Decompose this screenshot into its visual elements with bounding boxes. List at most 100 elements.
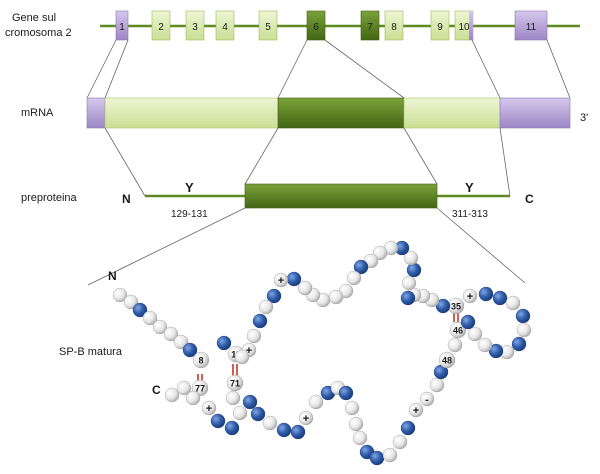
bead-residue bbox=[403, 250, 419, 266]
bead-residue bbox=[176, 380, 192, 396]
bead-hydrophobic bbox=[511, 336, 527, 352]
bead-residue bbox=[352, 430, 368, 446]
bead-residue bbox=[234, 349, 250, 365]
bead-residue bbox=[401, 275, 417, 291]
bead-residue bbox=[192, 351, 210, 369]
positive-charge-label: + bbox=[413, 405, 419, 417]
bead-residue bbox=[226, 374, 244, 392]
bead-hydrophobic bbox=[252, 313, 268, 329]
exon-3 bbox=[185, 10, 205, 41]
exon-7 bbox=[360, 10, 380, 41]
preprotein-n-terminus: N bbox=[122, 192, 131, 206]
bead-residue bbox=[382, 447, 398, 463]
residue-35-label: 35 bbox=[451, 302, 461, 312]
y-left-marker: Y bbox=[185, 180, 194, 195]
bead-hydrophobic bbox=[250, 406, 266, 422]
exon-2-label: 2 bbox=[158, 22, 164, 33]
bead-residue bbox=[462, 288, 478, 304]
exon-9-label: 9 bbox=[437, 22, 443, 33]
mrna-5-utr bbox=[86, 97, 106, 129]
exon-10-utr-part bbox=[469, 11, 473, 40]
exon-2 bbox=[151, 10, 171, 41]
mrna-coding-left bbox=[104, 97, 279, 129]
bead-hydrophobic bbox=[435, 298, 451, 314]
mrna-3-utr bbox=[499, 97, 571, 129]
bead-residue bbox=[152, 319, 168, 335]
bead-hydrophobic bbox=[182, 342, 198, 358]
negative-charge-label: - bbox=[425, 394, 429, 406]
positive-charge-label: + bbox=[206, 403, 212, 415]
exon-4-label: 4 bbox=[222, 22, 228, 33]
mature-c-terminus: C bbox=[152, 383, 161, 397]
positive-charge-label: + bbox=[246, 345, 252, 357]
bead-hydrophobic bbox=[406, 262, 422, 278]
residue-71-label: 71 bbox=[230, 379, 240, 389]
bead-residue bbox=[408, 402, 424, 418]
bead-residue bbox=[346, 270, 362, 286]
preprotein-mature-domain bbox=[244, 183, 438, 209]
bead-residue bbox=[419, 391, 435, 407]
positive-charge-label: + bbox=[278, 275, 284, 287]
gene-label-line2: cromosoma 2 bbox=[5, 27, 72, 39]
mrna-coding-right bbox=[403, 97, 501, 129]
bead-hydrophobic bbox=[210, 413, 226, 429]
bead-hydrophobic bbox=[353, 259, 369, 275]
bead-hydrophobic bbox=[286, 271, 302, 287]
bead-hydrophobic bbox=[216, 335, 232, 351]
mature-label: SP-B matura bbox=[59, 346, 123, 358]
bead-residue bbox=[225, 390, 241, 406]
exon-8-label: 8 bbox=[391, 22, 397, 33]
bead-residue bbox=[163, 326, 179, 342]
mrna-3-prime-label: 3' bbox=[580, 112, 588, 124]
exon-11-label: 11 bbox=[526, 22, 537, 33]
bead-residue bbox=[477, 337, 493, 353]
bead-residue bbox=[185, 390, 201, 406]
exon-4 bbox=[215, 10, 235, 41]
exon-8 bbox=[384, 10, 404, 41]
y-right-range: 311-313 bbox=[452, 209, 488, 220]
mrna-label: mRNA bbox=[21, 107, 54, 119]
residue-46-label: 46 bbox=[453, 326, 463, 336]
bead-residue bbox=[258, 299, 274, 315]
y-right-marker: Y bbox=[465, 180, 474, 195]
exon-1-label: 1 bbox=[119, 22, 125, 33]
exon-5 bbox=[258, 10, 278, 41]
bead-hydrophobic bbox=[478, 286, 494, 302]
bead-residue bbox=[447, 337, 463, 353]
preprotein-c-terminus: C bbox=[525, 192, 534, 206]
bead-residue bbox=[273, 272, 289, 288]
bead-hydrophobic bbox=[400, 420, 416, 436]
bead-hydrophobic bbox=[515, 308, 531, 324]
bead-residue bbox=[392, 434, 408, 450]
exon-10-label: 10 bbox=[458, 22, 470, 33]
bead-residue bbox=[328, 289, 344, 305]
bead-residue bbox=[112, 287, 128, 303]
bead-residue bbox=[467, 326, 483, 342]
bead-hydrophobic bbox=[290, 424, 306, 440]
exon-7-label: 7 bbox=[367, 22, 373, 33]
bead-residue bbox=[344, 400, 360, 416]
exon-6-label: 6 bbox=[313, 22, 319, 33]
bead-hydrophobic bbox=[460, 314, 476, 330]
exon-3-label: 3 bbox=[192, 22, 198, 33]
bead-residue bbox=[297, 280, 313, 296]
bead-hydrophobic bbox=[266, 288, 282, 304]
bead-hydrophobic bbox=[488, 343, 504, 359]
gene-label-line1: Gene sul bbox=[12, 12, 56, 24]
bead-residue bbox=[164, 387, 180, 403]
bead-residue bbox=[298, 410, 314, 426]
bead-hydrophobic bbox=[369, 450, 385, 466]
y-left-range: 129-131 bbox=[171, 209, 208, 220]
bead-hydrophobic bbox=[276, 422, 292, 438]
residue-77-label: 77 bbox=[195, 384, 205, 394]
exon-1 bbox=[115, 10, 129, 41]
exon-group: 1 2 3 4 5 6 7 8 9 10 11 bbox=[115, 10, 548, 41]
gene-mrna-connectors bbox=[86, 39, 571, 99]
bead-residue bbox=[449, 321, 467, 339]
bead-hydrophobic bbox=[132, 302, 148, 318]
bead-residue bbox=[246, 328, 262, 344]
exon-9 bbox=[430, 10, 450, 41]
bead-hydrophobic bbox=[224, 420, 240, 436]
exon-5-label: 5 bbox=[265, 22, 271, 33]
